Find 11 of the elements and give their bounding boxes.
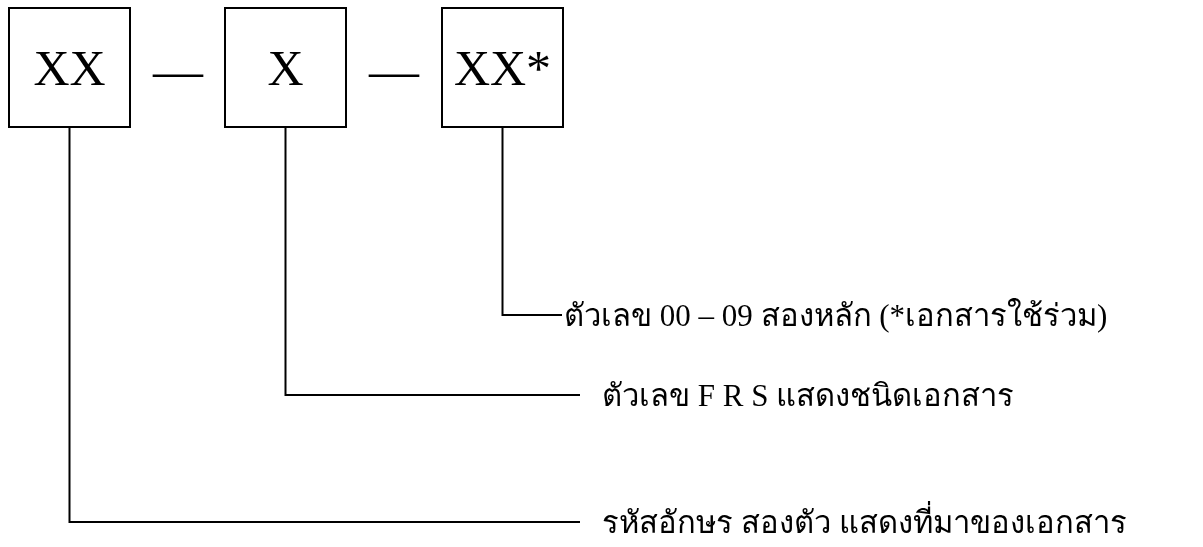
leader-line	[501, 127, 563, 316]
code-box: XX	[8, 7, 131, 128]
leader-line	[284, 127, 581, 396]
separator-dash: —	[369, 46, 419, 96]
leader-line	[68, 127, 581, 523]
code-box: XX*	[441, 7, 564, 128]
description-text: ตัวเลข 00 – 09 สองหลัก (*เอกสารใช้ร่วม)	[564, 297, 1108, 335]
description-text: รหัสอักษร สองตัว แสดงที่มาของเอกสาร	[602, 497, 1127, 547]
description-text: ตัวเลข F R S แสดงชนิดเอกสาร	[602, 377, 1015, 415]
code-box: X	[224, 7, 347, 128]
separator-dash: —	[153, 46, 203, 96]
